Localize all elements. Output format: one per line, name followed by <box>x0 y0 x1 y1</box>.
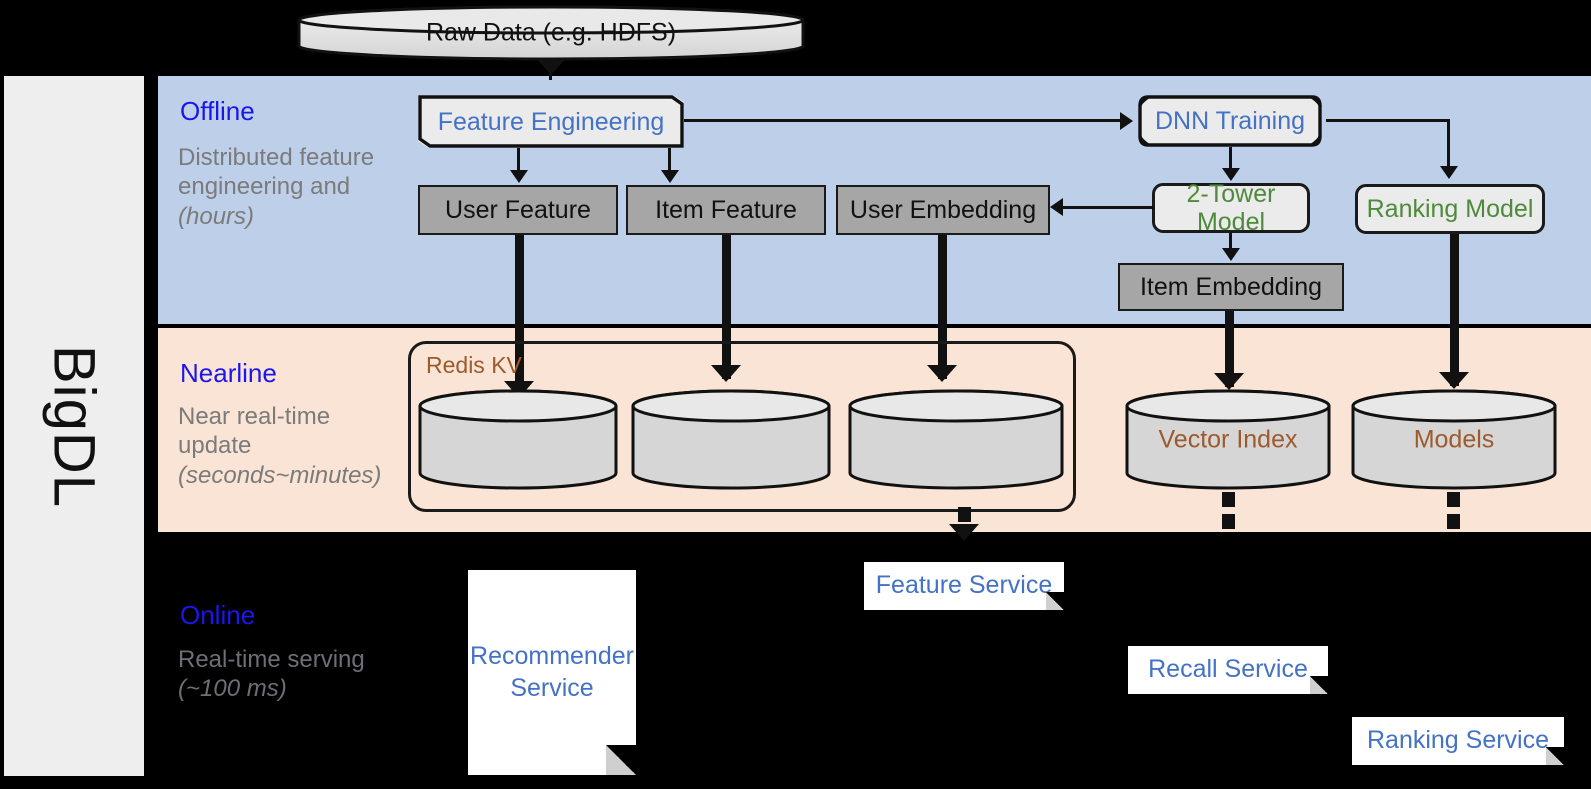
dot-models-2 <box>1447 514 1460 529</box>
item-feature-box[interactable]: Item Feature <box>626 185 826 235</box>
vector-index-label: Vector Index <box>1158 425 1298 453</box>
dot-vectorindex-1 <box>1222 492 1235 507</box>
connector-twotower-userembedding <box>1062 206 1154 209</box>
nearline-subtitle: Near real-time update (seconds~minutes) <box>178 402 403 490</box>
raw-data-label: Raw Data (e.g. HDFS) <box>425 18 677 47</box>
item-embedding-label: Item Embedding <box>1139 273 1323 301</box>
page-fold-icon <box>1046 592 1064 610</box>
connector-fe-itemfeature <box>668 148 671 172</box>
two-tower-model-label: 2-Tower Model <box>1186 180 1276 236</box>
connector-fe-dnn <box>684 119 1122 122</box>
ranking-service-node[interactable]: Ranking Service <box>1352 717 1564 765</box>
pipe-userembedding-store <box>938 235 947 379</box>
dot-models-1 <box>1447 492 1460 507</box>
connector-twotower-itemembedding <box>1229 233 1232 249</box>
feature-engineering-outline <box>418 95 684 148</box>
dot-featureservice-1 <box>958 507 971 522</box>
pipe-itemembedding-vectorindex <box>1225 311 1234 387</box>
online-subtitle-text: Real-time serving <box>178 646 365 673</box>
user-embedding-store-cylinder[interactable] <box>847 388 1065 491</box>
arrowhead-redis-featureservice <box>949 524 979 541</box>
recall-service-node[interactable]: Recall Service <box>1128 646 1328 694</box>
arrowhead-rankingmodel-models <box>1439 372 1469 389</box>
arrowhead-twotower-userembedding <box>1050 198 1063 216</box>
vector-index-cylinder[interactable]: Vector Index <box>1124 388 1332 491</box>
user-feature-label: User Feature <box>445 196 591 224</box>
arrowhead-itemfeature-store <box>711 365 741 382</box>
connector-dnn-ranking-h <box>1326 119 1450 122</box>
page-fold-icon <box>606 745 636 775</box>
arrowhead-fe-userfeature <box>510 170 528 183</box>
arrowhead-fe-dnn <box>1120 112 1133 130</box>
offline-title: Offline <box>180 96 255 126</box>
online-title: Online <box>180 600 256 630</box>
user-embedding-box[interactable]: User Embedding <box>836 185 1050 235</box>
arrowhead-itemembedding-vectorindex <box>1214 373 1244 390</box>
arrowhead-fe-itemfeature <box>661 170 679 183</box>
user-feature-store-cylinder[interactable] <box>417 388 619 491</box>
recommender-service-label: Recommender Service <box>470 642 634 702</box>
pipe-itemfeature-store <box>722 235 731 379</box>
user-embedding-label: User Embedding <box>849 196 1037 224</box>
arrowhead-userembedding-store <box>927 365 957 382</box>
offline-subtitle-text: Distributed feature engineering and <box>178 144 375 201</box>
recommender-service-node[interactable]: Recommender Service <box>468 570 636 775</box>
pipe-userfeature-store <box>515 235 524 395</box>
redis-kv-group <box>408 341 1076 512</box>
dnn-training-shape <box>1138 95 1322 147</box>
connector-dnn-twotower <box>1229 147 1232 169</box>
ranking-service-label: Ranking Service <box>1366 726 1550 755</box>
page-fold-icon <box>1546 747 1564 765</box>
dnn-training-label: DNN Training <box>1154 107 1306 135</box>
recall-service-label: Recall Service <box>1148 655 1308 684</box>
raw-data-cylinder: Raw Data (e.g. HDFS) <box>296 4 806 62</box>
item-feature-store-cylinder[interactable] <box>630 388 832 491</box>
offline-subtitle-em: (hours) <box>178 202 255 230</box>
feature-engineering-node[interactable]: Feature Engineering <box>418 95 684 148</box>
dnn-training-node[interactable]: DNN Training <box>1134 95 1326 147</box>
page-fold-icon <box>1310 676 1328 694</box>
offline-subtitle: Distributed feature engineering and (hou… <box>178 143 403 231</box>
pipe-rankingmodel-models <box>1450 234 1459 386</box>
arrowhead-rawdata-fe <box>536 58 566 75</box>
item-feature-label: Item Feature <box>655 196 797 224</box>
online-subtitle: Real-time serving (~100 ms) <box>178 645 403 704</box>
feature-engineering-label: Feature Engineering <box>437 107 665 136</box>
feature-engineering-shape <box>418 95 684 148</box>
two-tower-model-node[interactable]: 2-Tower Model <box>1152 180 1310 236</box>
online-subtitle-em: (~100 ms) <box>178 675 287 703</box>
models-cylinder[interactable]: Models <box>1350 388 1558 491</box>
dot-vectorindex-2 <box>1222 514 1235 529</box>
arrowhead-dnn-ranking <box>1440 166 1458 179</box>
bigdl-label: BigDL <box>41 344 107 508</box>
arrowhead-twotower-itemembedding <box>1222 248 1240 261</box>
item-embedding-box[interactable]: Item Embedding <box>1118 263 1344 311</box>
arrowhead-dnn-twotower <box>1222 168 1240 181</box>
redis-kv-label: Redis KV <box>426 352 522 378</box>
nearline-subtitle-em: (seconds~minutes) <box>178 461 382 489</box>
connector-fe-userfeature <box>517 148 520 172</box>
bigdl-rail: BigDL <box>4 76 144 776</box>
feature-service-label: Feature Service <box>875 571 1053 600</box>
ranking-model-node[interactable]: Ranking Model <box>1355 184 1545 234</box>
user-feature-box[interactable]: User Feature <box>418 185 618 235</box>
nearline-title: Nearline <box>180 358 277 388</box>
ranking-model-label: Ranking Model <box>1366 195 1534 223</box>
feature-service-node[interactable]: Feature Service <box>864 562 1064 610</box>
connector-dnn-ranking-v <box>1447 119 1450 167</box>
nearline-subtitle-text: Near real-time update <box>178 403 331 460</box>
models-label: Models <box>1413 425 1495 453</box>
